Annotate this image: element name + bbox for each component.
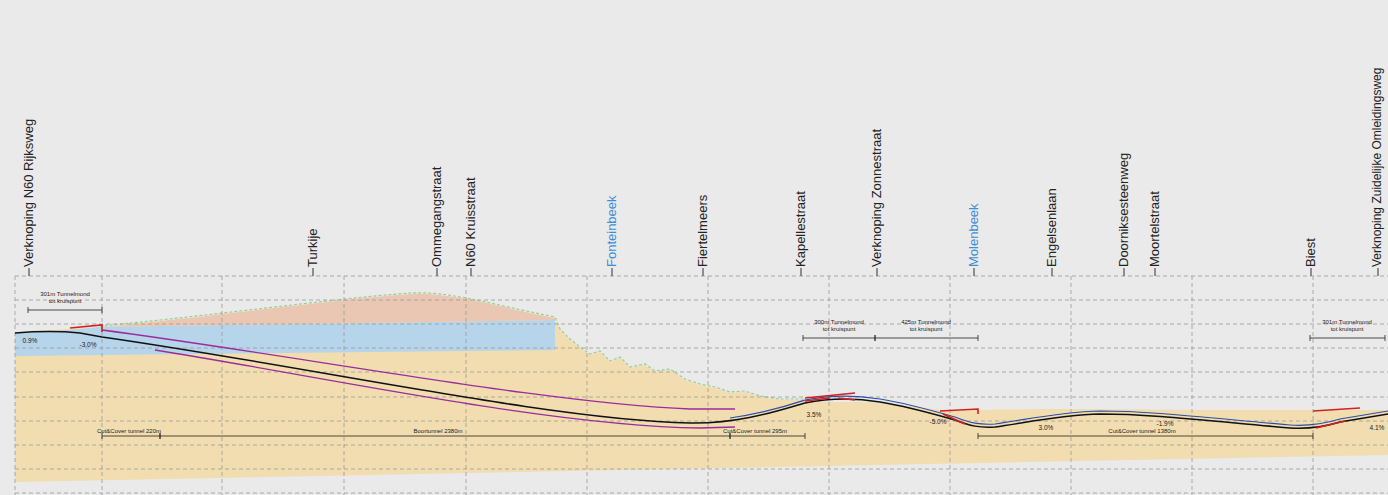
location-label: Kapellestraat [794, 191, 808, 267]
location-label: Fiertelmeers [696, 195, 710, 267]
grid-line [15, 276, 1388, 277]
label-tick [1155, 268, 1156, 276]
label-tick [1052, 268, 1053, 276]
water-layer [15, 320, 555, 356]
label-tick [1124, 268, 1125, 276]
tunnel-roof-line [730, 396, 1388, 425]
dimension-line [875, 335, 978, 341]
label-tick [1378, 268, 1379, 276]
label-tick [437, 268, 438, 276]
location-label: Turkije [306, 228, 320, 267]
label-tick [877, 268, 878, 276]
gradient-label: -5.0% [930, 418, 947, 425]
grid-line [15, 372, 1388, 373]
gradient-label: -3.0% [80, 341, 97, 348]
location-label: Verknoping Zonnestraat [870, 129, 884, 267]
gradient-label: -1.9% [1157, 420, 1174, 427]
label-tick [801, 268, 802, 276]
location-label: Biest [1304, 238, 1318, 267]
hill-layer [100, 294, 555, 327]
grid-line [15, 469, 1388, 470]
dimension-line [28, 307, 102, 313]
alignment-line [15, 332, 1388, 429]
dimension-label: 425m Tunnelmond tot kruispunt [898, 319, 954, 332]
dimension-line [978, 433, 1313, 439]
grid-line [708, 276, 709, 495]
label-tick [313, 268, 314, 276]
grid-line [1192, 276, 1193, 495]
grid-line [950, 276, 951, 495]
length-label: Boortunnel 2380m [413, 428, 462, 435]
gradient-label: 4.1% [1370, 424, 1385, 431]
length-label: Cut&Cover tunnel 1380m [1108, 428, 1175, 435]
grid-line [344, 276, 345, 495]
location-label: Moortelstraat [1148, 191, 1162, 267]
label-tick [1311, 268, 1312, 276]
location-label: Molenbeek [967, 203, 981, 267]
gradient-label: 0.9% [23, 337, 38, 344]
gradient-label: 3.0% [1039, 424, 1054, 431]
grid-line [15, 397, 1388, 398]
location-label: Fonteinbeek [605, 195, 619, 267]
grid-line [15, 276, 16, 495]
location-label: Engelsenlaan [1045, 188, 1059, 267]
dimension-line [730, 433, 805, 439]
dimension-label: 300m Tunnelmond tot kruispunt [811, 319, 867, 332]
location-label: Ommegangstraat [430, 167, 444, 267]
grid-line [15, 445, 1388, 446]
grid-line [15, 493, 1388, 494]
label-ticks [29, 268, 1378, 276]
dimension-line [1310, 335, 1385, 341]
length-label: Cut&Cover tunnel 220m [97, 428, 161, 435]
gradient-label: 3.5% [807, 411, 822, 418]
grid-line [222, 276, 223, 495]
dimension-lines [28, 307, 1385, 439]
location-label: N60 Kruisstraat [464, 177, 478, 267]
grid-line [829, 276, 830, 495]
grid-line [587, 276, 588, 495]
soil-layer [15, 320, 1388, 482]
label-tick [974, 268, 975, 276]
location-label: Verknoping Zuidelijke Omleidingsweg [1371, 68, 1384, 267]
length-label: Cut&Cover tunnel 295m [723, 428, 787, 435]
grid-line [1071, 276, 1072, 495]
label-tick [29, 268, 30, 276]
tunnel-outline-top [102, 330, 735, 409]
grid-line [1313, 276, 1314, 495]
dimension-label: 301m Tunnelmond tot kruispunt [1319, 319, 1375, 332]
dimension-line [160, 433, 730, 439]
tunnel-outline-bottom [155, 350, 735, 428]
dimension-line [803, 335, 875, 341]
grid-line [466, 276, 467, 495]
label-tick [703, 268, 704, 276]
location-label: Doorniksesteenweg [1117, 153, 1131, 267]
dimension-line [102, 433, 160, 439]
grid-line [15, 421, 1388, 422]
grid [15, 276, 1388, 495]
label-tick [612, 268, 613, 276]
dimension-label: 301m Tunnelmond tot kruispunt [37, 291, 93, 304]
grid-line [15, 324, 1388, 325]
location-label: Verknoping N60 Rijksweg [22, 119, 36, 267]
portal-ramps [70, 325, 1360, 428]
label-tick [471, 268, 472, 276]
grid-line [15, 300, 1388, 301]
